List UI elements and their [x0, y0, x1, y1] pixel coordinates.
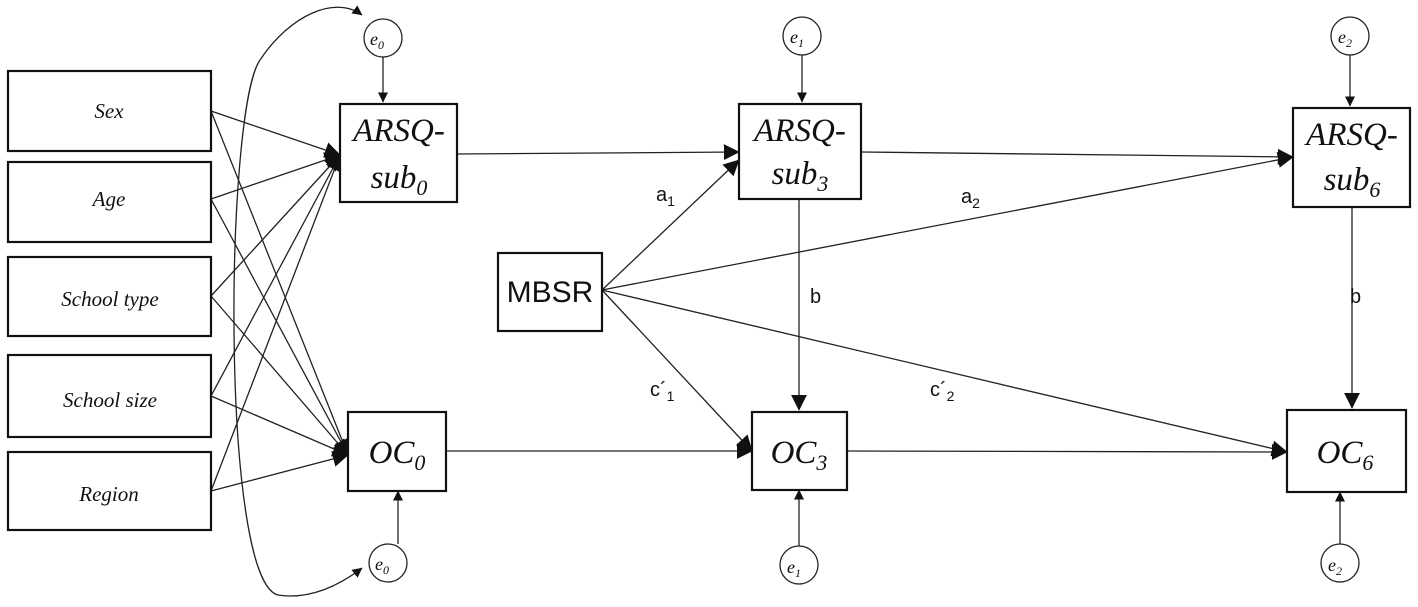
path-label-c2: c´2 — [930, 379, 955, 404]
path-label-a2: a2 — [961, 186, 980, 211]
arsq-sub6-line2: sub6 — [1324, 162, 1381, 202]
arsq-sub0-line1: ARSQ- — [351, 113, 445, 149]
error-e2-top: e2 — [1330, 16, 1370, 56]
error-e1-bottom-label: e1 — [787, 557, 801, 580]
path-label-b-right: b — [1350, 286, 1361, 308]
error-e2-bottom: e2 — [1320, 543, 1360, 583]
edge-sex-oc0 — [210, 110, 350, 456]
edge-arsq0-arsq3 — [456, 144, 740, 161]
error-e0-top-label: e0 — [370, 29, 384, 52]
edge-mbsr-oc6 — [601, 289, 1288, 457]
covariate-age-node: Age — [6, 160, 213, 244]
mbsr-label: MBSR — [507, 276, 594, 309]
edge-region-arsq0 — [210, 154, 343, 492]
covariate-school-size-node: School size — [6, 353, 213, 439]
covariate-sex-node: Sex — [6, 69, 213, 153]
covariance-curve-bottom — [277, 567, 363, 597]
arsq-sub6-node: ARSQ- sub6 — [1291, 106, 1412, 209]
covariate-sex-label: Sex — [94, 99, 124, 123]
error-e1-bottom: e1 — [779, 545, 819, 585]
path-label-b-left: b — [810, 286, 821, 308]
arsq-sub3-line1: ARSQ- — [752, 113, 846, 149]
oc0-label: OC0 — [369, 435, 426, 475]
edge-mbsr-arsq3 — [601, 159, 740, 291]
error-e0-top: e0 — [363, 18, 403, 58]
error-e1-top-label: e1 — [790, 27, 804, 50]
edge-schoolsize-oc0 — [210, 395, 349, 457]
covariate-school-size-label: School size — [63, 388, 157, 412]
edge-age-arsq0 — [210, 152, 341, 200]
covariance-curve-top — [233, 5, 363, 596]
mbsr-node: MBSR — [496, 251, 604, 333]
oc6-node: OC6 — [1285, 408, 1408, 494]
edge-age-oc0 — [210, 198, 349, 456]
arsq-sub0-line2: sub0 — [371, 160, 428, 200]
path-label-a1: a1 — [656, 184, 675, 209]
edge-mbsr-oc3 — [601, 289, 753, 452]
arsq-sub3-node: ARSQ- sub3 — [737, 102, 863, 201]
oc6-label: OC6 — [1317, 435, 1374, 475]
oc3-label: OC3 — [771, 435, 828, 475]
edge-schooltype-oc0 — [210, 295, 349, 456]
edge-region-oc0 — [210, 451, 349, 492]
error-e2-bottom-label: e2 — [1328, 555, 1342, 578]
error-e0-bottom: e0 — [368, 543, 408, 583]
covariate-school-type-node: School type — [6, 255, 213, 338]
covariate-region-label: Region — [78, 482, 138, 506]
covariate-school-type-label: School type — [61, 287, 158, 311]
oc3-node: OC3 — [750, 410, 849, 492]
arsq-sub3-line2: sub3 — [772, 156, 829, 196]
arsq-sub6-line1: ARSQ- — [1304, 117, 1398, 153]
edge-mbsr-arsq6 — [601, 152, 1294, 291]
error-e0-bottom-label: e0 — [375, 554, 389, 577]
edge-sex-arsq0 — [210, 110, 341, 158]
error-e1-top: e1 — [782, 16, 822, 56]
error-e2-top-label: e2 — [1338, 27, 1352, 50]
edge-schooltype-arsq0 — [210, 154, 341, 297]
oc0-node: OC0 — [346, 410, 448, 493]
edge-oc3-oc6 — [846, 443, 1288, 460]
edge-arsq3-arsq6 — [860, 148, 1294, 165]
covariate-age-label: Age — [91, 187, 126, 211]
path-label-c1: c´1 — [650, 379, 675, 404]
arsq-sub0-node: ARSQ- sub0 — [338, 102, 459, 204]
edge-schoolsize-arsq0 — [210, 154, 341, 397]
covariate-region-node: Region — [6, 450, 213, 532]
